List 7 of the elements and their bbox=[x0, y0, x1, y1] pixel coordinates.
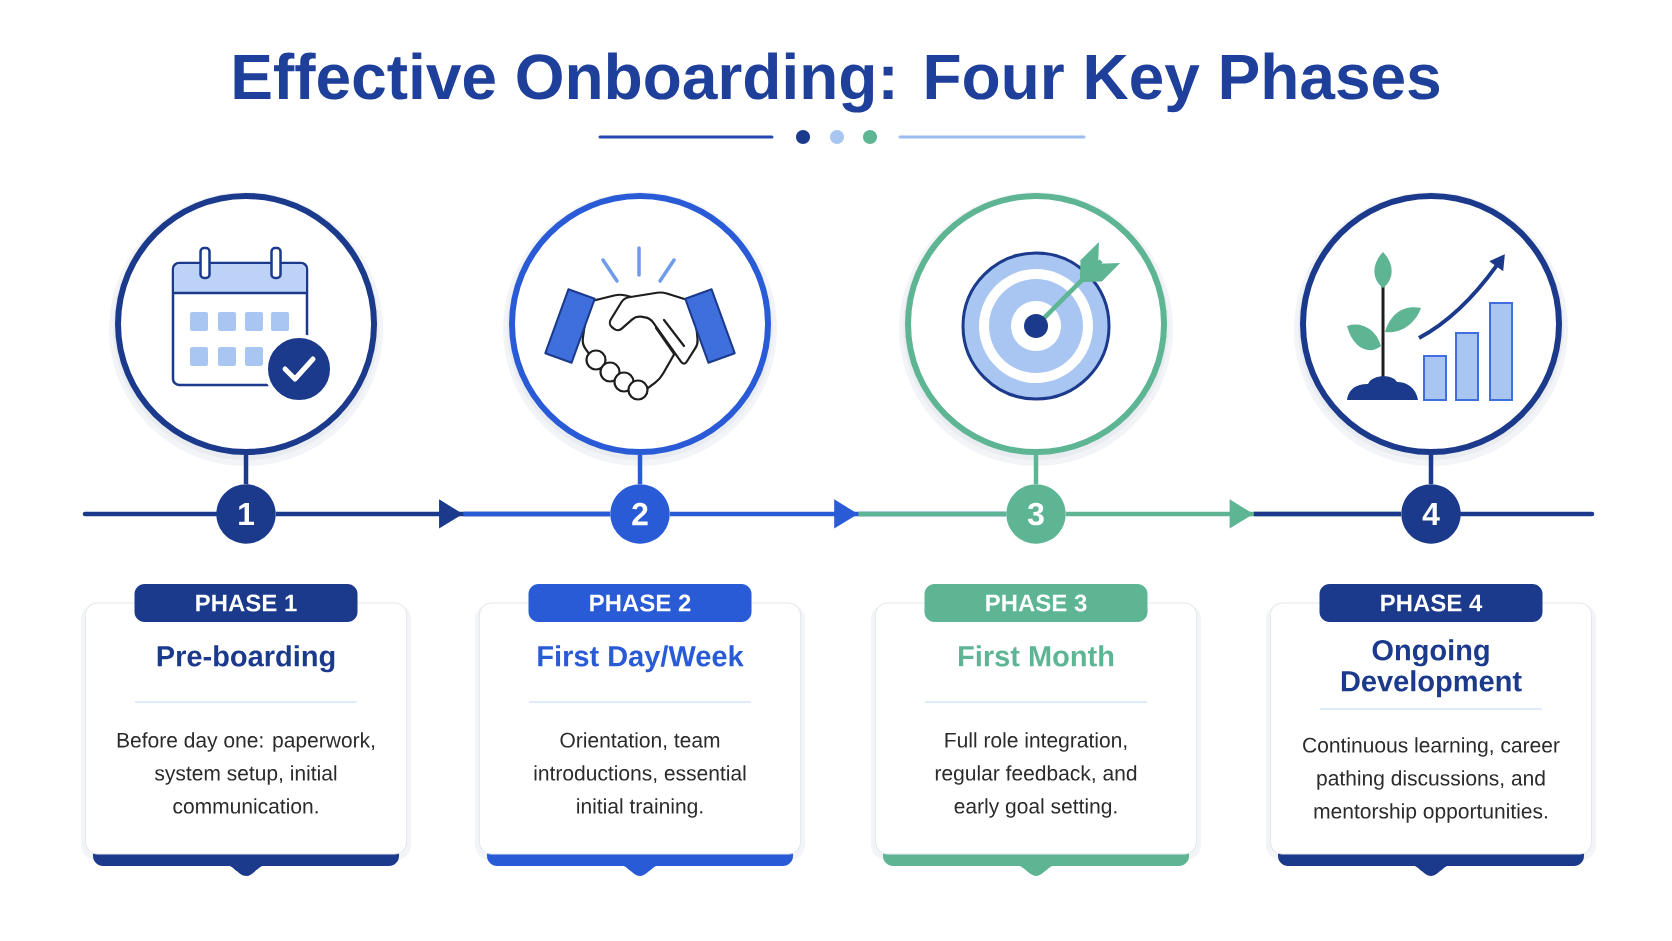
connector-line bbox=[637, 455, 643, 485]
timeline-line bbox=[1458, 511, 1595, 517]
connector-line bbox=[1428, 455, 1434, 485]
title: Effective Onboarding: Four Key Phases bbox=[234, 52, 1440, 113]
connector-line bbox=[243, 455, 249, 485]
timeline-line bbox=[82, 511, 219, 517]
connector-line bbox=[1033, 455, 1039, 485]
